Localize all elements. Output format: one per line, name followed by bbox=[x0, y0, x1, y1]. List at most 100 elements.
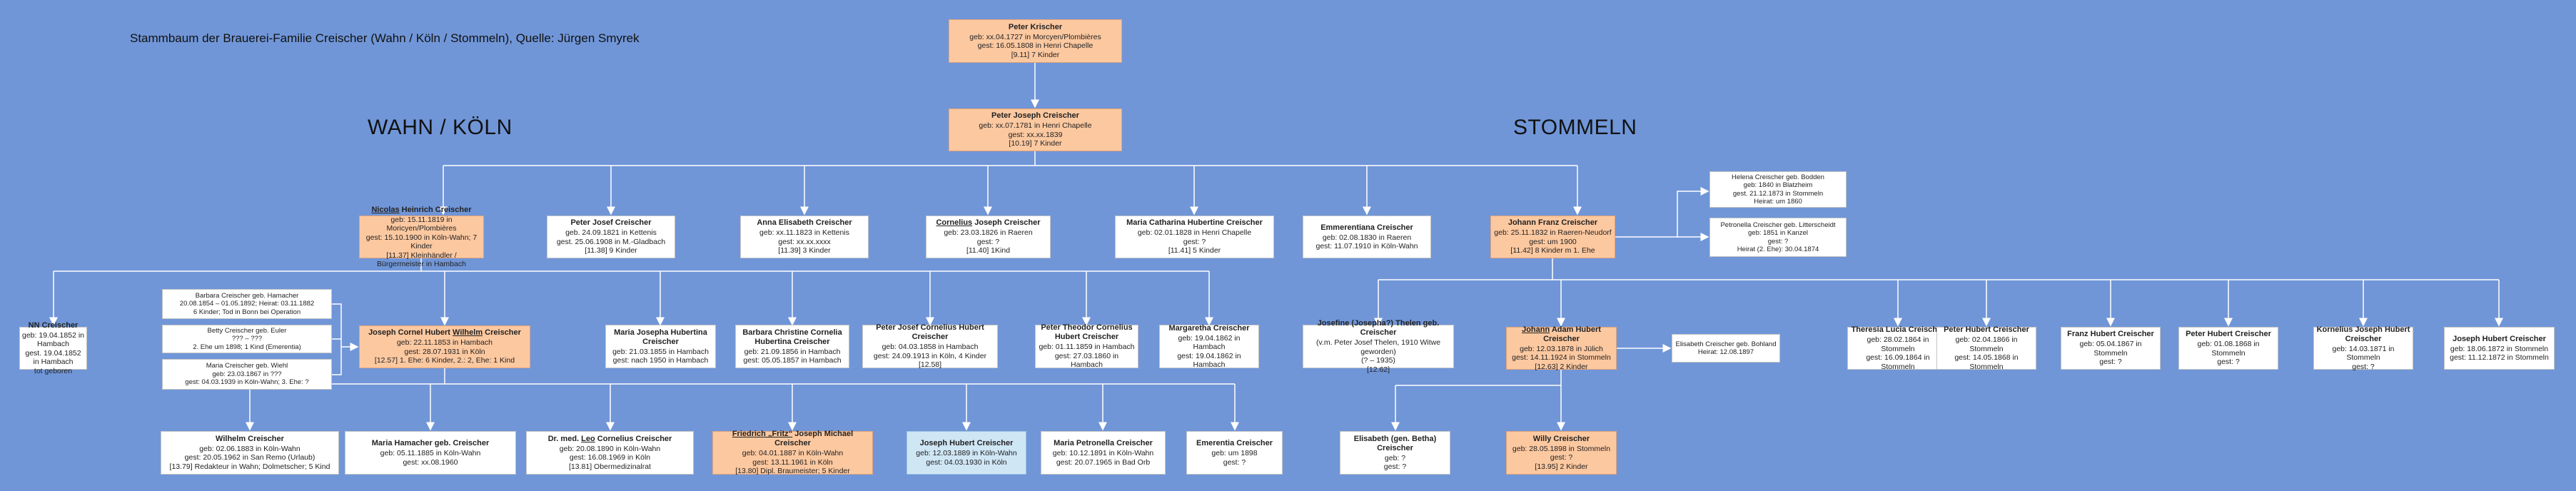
person-detail-line: [13.80] Dipl. Braumeister; 5 Kinder bbox=[735, 467, 850, 476]
person-detail-line: 6 Kinder; Tod in Bonn bei Operation bbox=[193, 308, 301, 316]
name-part: Theresia Lucia Creischer bbox=[1851, 325, 1945, 334]
person-detail-line: [10.19] 7 Kinder bbox=[1009, 139, 1062, 148]
person-detail-line: gest: ? bbox=[1383, 462, 1407, 471]
person-name: Dr. med. Leo Cornelius Creischer bbox=[529, 435, 691, 444]
person-detail-line: geb: 21.03.1855 in Hambach bbox=[612, 347, 709, 356]
person-detail-line: gest: xx.xx.xxxx bbox=[778, 237, 831, 246]
section-label-stommeln: STOMMELN bbox=[1513, 116, 1637, 139]
name-part: Willy Creischer bbox=[1532, 434, 1590, 443]
person-name: Joseph Cornel Hubert Wilhelm Creischer bbox=[362, 328, 527, 338]
person-detail-line: geb: 01.11.1859 in Hambach bbox=[1039, 343, 1135, 352]
person-name: Maria Petronella Creischer bbox=[1044, 439, 1163, 448]
name-part: Maria Josepha Hubertina Creischer bbox=[614, 328, 707, 346]
person-name: Willy Creischer bbox=[1509, 435, 1614, 444]
name-part: NN Creischer bbox=[28, 320, 79, 330]
person-name: Emmerentiana Creischer bbox=[1305, 223, 1428, 233]
name-part: Margaretha Creischer bbox=[1168, 323, 1250, 333]
person-detail-line: geb: 12.03.1889 in Köln-Wahn bbox=[916, 449, 1017, 457]
person-detail-line: geb: um 1898 bbox=[1211, 449, 1258, 457]
person-detail-line: Heirat: 12.08.1897 bbox=[1697, 348, 1754, 356]
person-detail-line: (v.m. Peter Josef Thelen, 1910 Witwe gew… bbox=[1315, 338, 1441, 356]
person-detail-line: [11.40] 1Kind bbox=[966, 246, 1011, 255]
person-detail-line: gest: 13.11.1961 in Köln bbox=[752, 457, 833, 467]
person-name: Nicolas Heinrich Creischer bbox=[362, 206, 481, 215]
person-detail-line: gest: 24.09.1913 in Köln, 4 Kinder [12.5… bbox=[873, 351, 987, 370]
person-detail-line: [13.81] Obermedizinalrat bbox=[569, 462, 651, 471]
name-part: Dr. med. bbox=[547, 434, 582, 443]
name-underlined: Wilhelm bbox=[453, 328, 483, 338]
person-detail-line: Barbara Creischer geb. Hamacher bbox=[195, 291, 299, 300]
person-detail-line: [11.41] 5 Kinder bbox=[1168, 246, 1221, 255]
name-part: Joseph Michael Creischer bbox=[774, 430, 854, 448]
person-name: Wilhelm Creischer bbox=[163, 435, 336, 444]
person-name: Franz Hubert Creischer bbox=[2064, 330, 2158, 339]
person-detail-line: geb: ? bbox=[1384, 453, 1406, 462]
person-box-fritz: Friedrich „Fritz“ Joseph Michael Creisch… bbox=[712, 430, 873, 476]
name-part: Wilhelm Creischer bbox=[216, 434, 284, 443]
person-detail-line: geb: 1840 in Blatzheim bbox=[1743, 181, 1813, 189]
person-detail-line: geb: 02.08.1830 in Raeren bbox=[1322, 233, 1412, 242]
person-detail-line: gest: ? bbox=[1183, 237, 1206, 246]
name-part: Barbara Christine Cornelia Hubertina Cre… bbox=[742, 328, 842, 346]
person-detail-line: geb: 21.09.1856 in Hambach bbox=[744, 347, 841, 356]
person-detail-line: Maria Creischer geb. Wiehl bbox=[206, 362, 288, 370]
section-label-wahn-koeln: WAHN / KÖLN bbox=[368, 116, 512, 139]
person-name: NN Creischer bbox=[22, 321, 84, 330]
person-detail-line: gest: 11.07.1910 in Köln-Wahn bbox=[1315, 242, 1418, 250]
person-name: Maria Catharina Hubertine Creischer bbox=[1118, 218, 1271, 228]
name-part: Peter Josef Creischer bbox=[570, 218, 652, 228]
name-underlined: Leo bbox=[581, 434, 595, 443]
name-part: Joseph Cornel Hubert bbox=[368, 328, 453, 338]
person-detail-line: geb: 05.11.1885 in Köln-Wahn bbox=[380, 449, 481, 457]
name-underlined: Johann bbox=[1522, 325, 1550, 334]
name-part: Joseph Hubert Creischer bbox=[2453, 334, 2546, 343]
name-part: Adam Hubert Creischer bbox=[1543, 325, 1601, 343]
person-detail-line: geb: 1851 in Kanzel bbox=[1748, 229, 1808, 237]
person-detail-line: geb: 22.11.1853 in Hambach bbox=[396, 338, 493, 348]
person-detail-line: Betty Creischer geb. Euler bbox=[207, 326, 287, 335]
person-detail-line: gest: 04.03.1930 in Köln bbox=[926, 457, 1007, 467]
person-box-barbara-christine: Barbara Christine Cornelia Hubertina Cre… bbox=[735, 325, 849, 368]
person-name: Josefine (Josepha?) Thelen geb. Creische… bbox=[1305, 319, 1451, 338]
name-underlined: Friedrich „Fritz“ bbox=[732, 430, 793, 439]
name-part: Joseph Creischer bbox=[972, 218, 1041, 228]
person-name: Elisabeth (gen. Betha) Creischer bbox=[1343, 435, 1448, 453]
person-detail-line: geb. 24.09.1821 in Kettenis bbox=[565, 228, 657, 238]
name-part: Cornelius Creischer bbox=[595, 434, 672, 443]
person-detail-line: gest: 14.11.1924 in Stommeln bbox=[1512, 353, 1611, 363]
person-detail-line: Heirat: um 1860 bbox=[1754, 198, 1802, 206]
person-name: Margaretha Creischer bbox=[1162, 324, 1256, 333]
person-detail-line: gest. 25.06.1908 in M.-Gladbach bbox=[556, 237, 666, 246]
person-detail-line: gest: 20.05.1962 in San Remo (Urlaub) bbox=[184, 453, 315, 462]
person-detail-line: gest: 16.05.1808 in Henri Chapelle bbox=[977, 41, 1093, 51]
person-detail-line: [12.57] 1. Ehe: 6 Kinder, 2.: 2, Ehe: 1 … bbox=[374, 356, 515, 365]
person-detail-line: gest: ? bbox=[2099, 358, 2122, 367]
person-detail-line: geb: 15.11.1819 in Moricyen/Plombières bbox=[386, 215, 457, 233]
name-part: Heinrich Creischer bbox=[399, 205, 472, 214]
person-detail-line: geb: 10.12.1891 in Köln-Wahn bbox=[1052, 449, 1154, 457]
name-underlined: Nicolas bbox=[371, 205, 400, 214]
person-detail-line: gest. 21.12.1873 in Stommeln bbox=[1732, 189, 1824, 198]
person-detail-line: geb: 04.03.1858 in Hambach bbox=[882, 343, 979, 352]
person-detail-line: gest: 28.07.1931 in Köln bbox=[404, 347, 485, 356]
person-detail-line: geb: xx.07.1781 in Henri Chapelle bbox=[979, 121, 1092, 131]
